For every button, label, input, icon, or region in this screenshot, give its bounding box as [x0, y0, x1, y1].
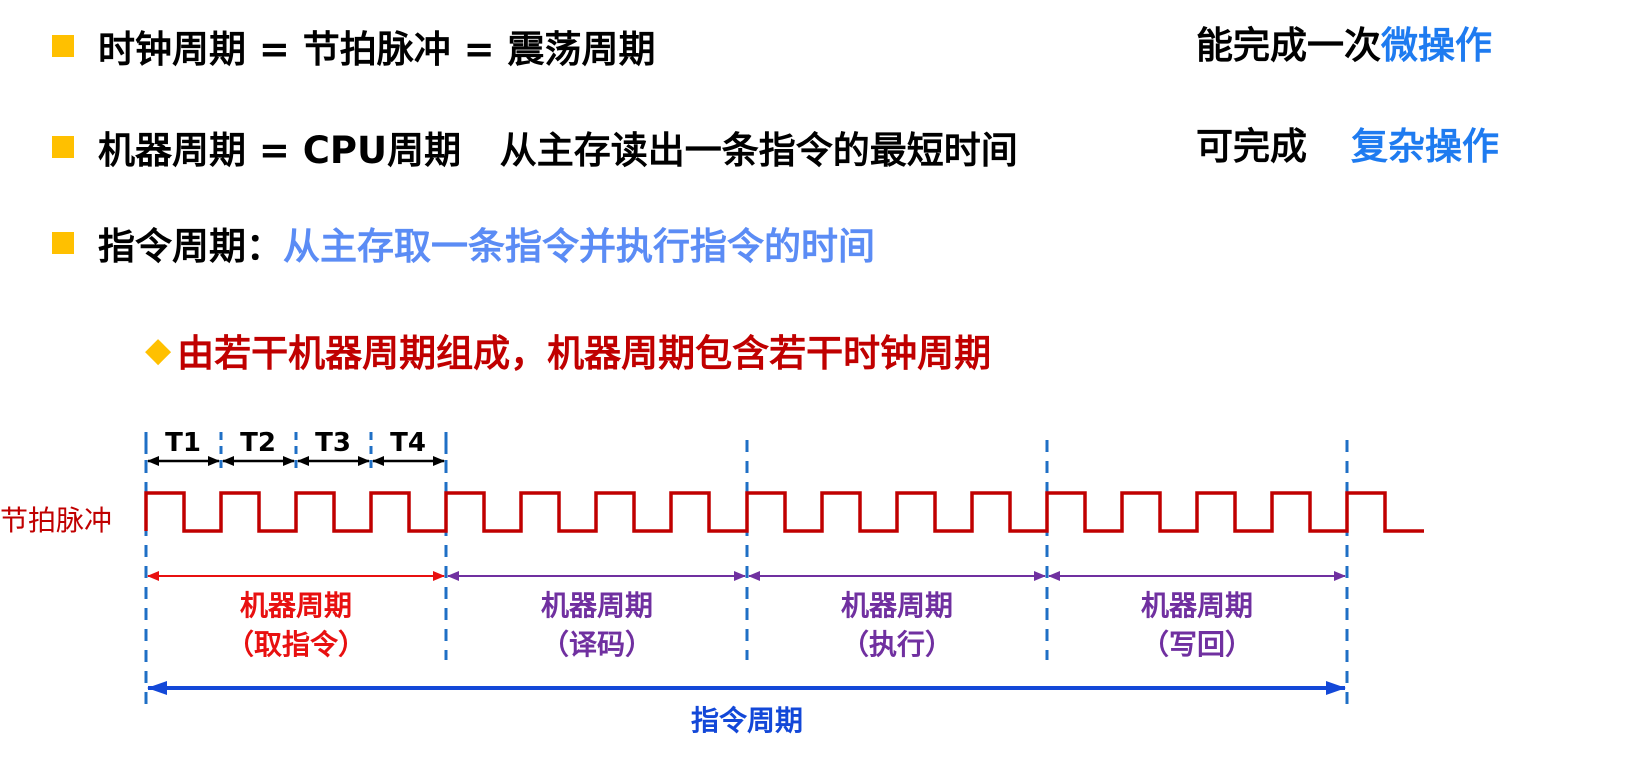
- complex-op-prefix: 可完成: [1196, 125, 1307, 168]
- micro-op-note: 能完成一次微操作: [1196, 21, 1492, 71]
- cycle-dividers: [144, 440, 1349, 706]
- bullet-clock-cycle: 时钟周期 = 节拍脉冲 = 震荡周期: [52, 21, 656, 71]
- clock-label-t3: T3: [315, 428, 351, 458]
- machine-cycle-subtitle-execute: （执行）: [841, 628, 953, 661]
- clock-label-t2: T2: [240, 428, 276, 458]
- sub-point-text: 由若干机器周期组成，机器周期包含若干时钟周期: [177, 332, 992, 375]
- machine-cycle-title-execute: 机器周期: [841, 589, 953, 622]
- square-bullet-icon: [52, 35, 74, 57]
- instruction-cycle-definition: 从主存取一条指令并执行指令的时间: [283, 225, 875, 268]
- clock-label-t4: T4: [390, 428, 426, 458]
- machine-cycle-subtitle-decode: （译码）: [541, 628, 653, 661]
- signal-label: 节拍脉冲: [0, 504, 112, 537]
- pulse-waveform: [144, 491, 1424, 533]
- bullet-machine-cycle: 机器周期 = CPU周期 从主存读出一条指令的最短时间: [52, 122, 1018, 172]
- instruction-cycle-text: 指令周期: [691, 704, 803, 737]
- machine-cycle-subtitle-fetch: （取指令）: [226, 628, 366, 661]
- complex-op-highlight: 复杂操作: [1351, 125, 1499, 168]
- bullet-instruction-cycle: 指令周期： 从主存取一条指令并执行指令的时间: [52, 218, 875, 268]
- complex-op-note: 可完成 复杂操作: [1196, 122, 1499, 172]
- clock-label-t1: T1: [165, 428, 201, 458]
- machine-cycle-title-writeback: 机器周期: [1141, 589, 1253, 622]
- clock-cycle-text: 时钟周期 = 节拍脉冲 = 震荡周期: [98, 28, 656, 71]
- machine-cycle-title-fetch: 机器周期: [240, 589, 352, 622]
- diamond-bullet-icon: ◆: [145, 330, 172, 370]
- machine-cycle-title-decode: 机器周期: [541, 589, 653, 622]
- micro-op-highlight: 微操作: [1381, 24, 1492, 67]
- square-bullet-icon: [52, 136, 74, 158]
- micro-op-prefix: 能完成一次: [1196, 24, 1381, 67]
- sub-point: ◆ 由若干机器周期组成，机器周期包含若干时钟周期: [145, 326, 992, 375]
- machine-cycle-text: 机器周期 = CPU周期 从主存读出一条指令的最短时间: [98, 129, 1018, 172]
- machine-cycle-labels: 机器周期 （取指令） 机器周期 （译码） 机器周期 （执行） 机器周期 （写回）: [226, 589, 1253, 661]
- clock-period-markers: T1 T2 T3 T4: [144, 428, 448, 470]
- instruction-cycle-label: 指令周期：: [98, 225, 283, 268]
- square-bullet-icon: [52, 232, 74, 254]
- machine-cycle-subtitle-writeback: （写回）: [1141, 628, 1253, 661]
